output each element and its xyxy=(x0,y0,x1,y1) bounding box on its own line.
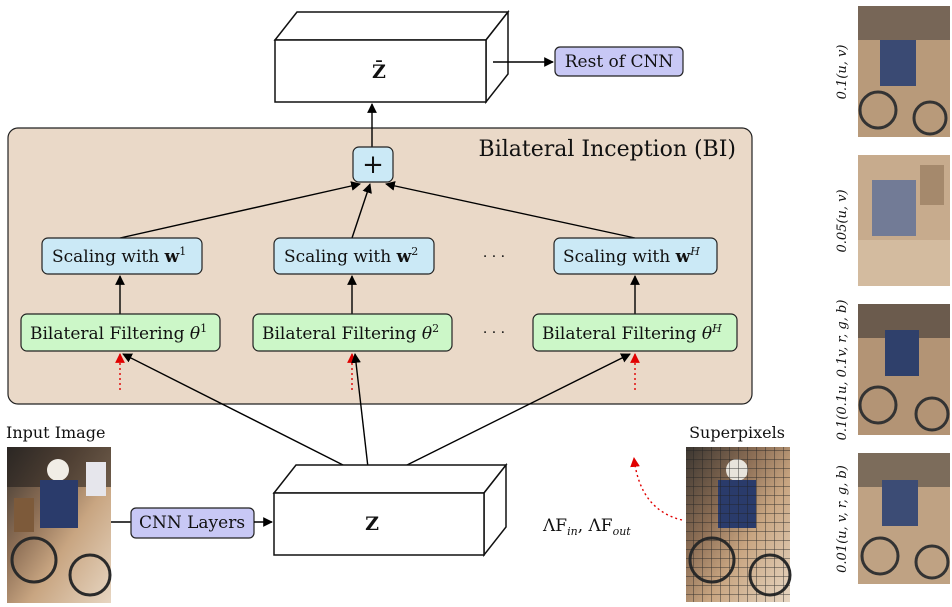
theta-superscript: 1 xyxy=(200,322,207,335)
theta-superscript: 2 xyxy=(432,322,439,335)
weight-symbol: w xyxy=(164,247,180,267)
arrow-z-to-filterH xyxy=(404,353,631,467)
sum-node: + xyxy=(352,146,394,183)
side-label-2: 0.05(u, v) xyxy=(835,189,850,252)
svg-text:Bilateral Filtering θH: Bilateral Filtering θH xyxy=(542,322,722,344)
superpixels-image xyxy=(686,447,792,602)
svg-text:Bilateral Filtering θ2: Bilateral Filtering θ2 xyxy=(262,322,439,344)
filtering-box-2: Bilateral Filtering θ2 xyxy=(252,313,453,352)
weight-superscript: 2 xyxy=(411,245,418,258)
result-image-1 xyxy=(858,6,950,137)
dotted-arrow-superpixels xyxy=(630,457,683,521)
plus-icon: + xyxy=(362,150,384,180)
z-bar-label: Z̄ xyxy=(372,61,386,83)
theta-symbol: θ xyxy=(190,324,200,344)
filtering-label: Bilateral Filtering xyxy=(542,324,702,344)
arrow-scalingH-to-sum xyxy=(385,181,636,239)
svg-text:Scaling with wH: Scaling with wH xyxy=(563,245,700,267)
weight-symbol: w xyxy=(396,247,412,267)
result-image-4 xyxy=(858,453,950,584)
theta-symbol: θ xyxy=(702,324,712,344)
cnn-layers-box: CNN Layers xyxy=(130,507,255,539)
z-label: Z xyxy=(365,513,379,535)
arrow-scaling1-to-sum xyxy=(119,181,361,239)
scaling-label: Scaling with xyxy=(563,247,676,267)
svg-text:Scaling with w1: Scaling with w1 xyxy=(52,245,186,267)
weight-superscript: H xyxy=(689,245,700,258)
bottom-feature-block: Z xyxy=(272,462,508,558)
rest-of-cnn-label: Rest of CNN xyxy=(565,52,674,72)
filtering-box-H: Bilateral Filtering θH xyxy=(532,313,738,352)
weight-superscript: 1 xyxy=(179,245,186,258)
weight-symbol: w xyxy=(675,247,691,267)
ellipsis-filtering: · · · xyxy=(483,325,505,341)
arrow-z-to-filter2 xyxy=(351,353,371,486)
filtering-label: Bilateral Filtering xyxy=(262,324,422,344)
bi-panel-title: Bilateral Inception (BI) xyxy=(479,137,736,162)
scaling-box-2: Scaling with w2 xyxy=(273,237,435,275)
filtering-box-1: Bilateral Filtering θ1 xyxy=(20,313,221,352)
scaling-box-1: Scaling with w1 xyxy=(41,237,203,275)
arrow-scaling2-to-sum xyxy=(351,183,372,239)
scaling-label: Scaling with xyxy=(52,247,165,267)
theta-superscript: H xyxy=(711,322,722,335)
side-label-1: 0.1(u, v) xyxy=(835,45,850,100)
arrow-z-to-filter1 xyxy=(122,353,346,467)
lambda-features-label: ΛFin, ΛFout xyxy=(542,516,631,538)
side-label-4: 0.01(u, v, r, g, b) xyxy=(835,465,850,573)
input-image xyxy=(7,447,112,603)
side-label-3: 0.1(0.1u, 0.1v, r, g, b) xyxy=(835,300,850,441)
top-feature-block: Z̄ xyxy=(273,9,510,105)
rest-of-cnn-box: Rest of CNN xyxy=(554,46,684,77)
ellipsis-scaling: · · · xyxy=(483,249,505,265)
scaling-box-H: Scaling with wH xyxy=(553,237,718,275)
filtering-label: Bilateral Filtering xyxy=(30,324,190,344)
svg-text:Bilateral Filtering θ1: Bilateral Filtering θ1 xyxy=(30,322,207,344)
result-image-3 xyxy=(858,304,950,435)
input-image-caption: Input Image xyxy=(6,423,105,442)
cnn-layers-label: CNN Layers xyxy=(139,513,245,533)
result-image-2 xyxy=(858,155,950,286)
superpixels-caption: Superpixels xyxy=(689,423,785,442)
scaling-label: Scaling with xyxy=(284,247,397,267)
theta-symbol: θ xyxy=(422,324,432,344)
svg-text:Scaling with w2: Scaling with w2 xyxy=(284,245,418,267)
